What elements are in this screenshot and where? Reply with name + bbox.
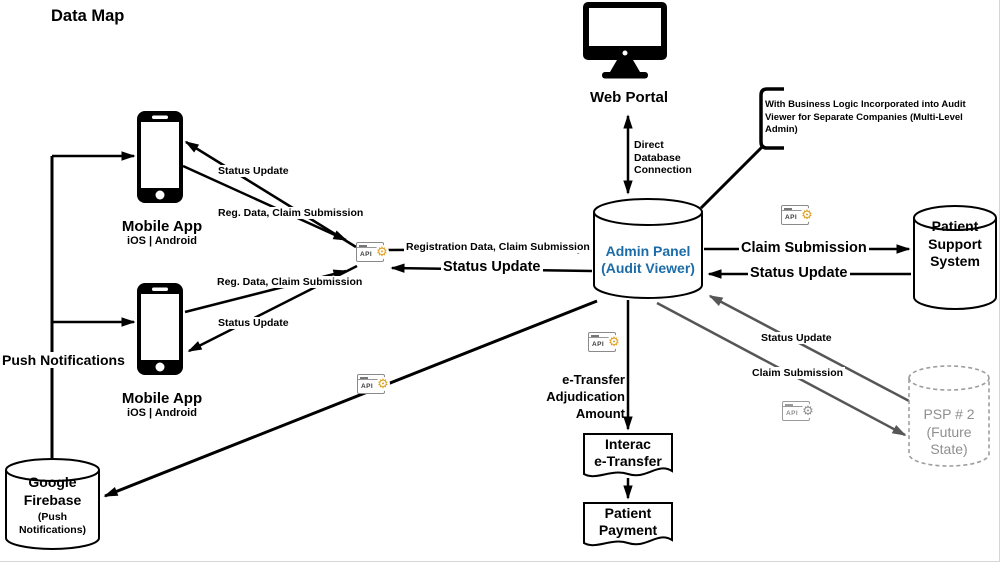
google-firebase-sublabel: (Push Notifications) — [18, 511, 87, 536]
multi-level-admin-note: With Business Logic Incorporated into Au… — [765, 99, 966, 135]
database-cylinder-dashed-icon — [908, 365, 990, 467]
api-icon[interactable]: API ⚙ — [588, 332, 621, 352]
api-icon-label: API — [360, 251, 373, 258]
api-icon-future[interactable]: API ⚙ — [782, 401, 815, 421]
google-firebase-node[interactable] — [5, 458, 100, 550]
api-icon[interactable]: API ⚙ — [781, 205, 814, 225]
mobile-app-top-label: Mobile App — [121, 218, 203, 235]
edge-label-reg-data-phone1: Reg. Data, Claim Submission — [216, 207, 366, 220]
patient-support-system-node[interactable] — [913, 205, 997, 310]
gear-icon: ⚙ — [800, 207, 814, 222]
document-icon — [583, 502, 673, 547]
edge-label-status-update-api: Status Update — [441, 259, 543, 276]
edge-label-status-update-phone2: Status Update — [216, 317, 291, 330]
edge-label-claim-submission-psp2: Claim Submission — [750, 367, 846, 380]
mobile-phone-icon — [137, 283, 183, 375]
api-icon[interactable]: API ⚙ — [356, 242, 389, 262]
edge-label-reg-data-phone2: Reg. Data, Claim Submission — [215, 276, 365, 289]
mobile-app-bottom-label: Mobile App — [121, 390, 203, 407]
admin-panel-node[interactable] — [593, 197, 703, 300]
edge-label-claim-submission-pss: Claim Submission — [739, 240, 869, 257]
mobile-app-top-sublabel: iOS | Android — [127, 235, 197, 247]
patient-payment-label: Patient Payment — [598, 505, 658, 538]
patient-payment-node[interactable] — [583, 502, 673, 552]
edge-label-status-update-psp2: Status Update — [759, 332, 834, 345]
mobile-app-top-node[interactable] — [137, 111, 183, 203]
database-cylinder-icon — [913, 205, 997, 310]
database-cylinder-icon — [593, 198, 703, 299]
edge-label-direct-db-connection: Direct Database Connection — [632, 139, 694, 177]
gear-icon: ⚙ — [801, 403, 815, 418]
document-icon — [583, 433, 673, 478]
interac-etransfer-node[interactable] — [583, 433, 673, 483]
edge-label-push-notifications: Push Notifications — [0, 352, 127, 369]
desktop-monitor-icon — [583, 2, 667, 79]
edge-label-status-update-pss: Status Update — [748, 265, 850, 282]
mobile-app-bottom-sublabel: iOS | Android — [127, 407, 197, 419]
google-firebase-label: Google Firebase — [23, 474, 82, 508]
mobile-app-bottom-node[interactable] — [137, 283, 183, 375]
web-portal-node[interactable] — [583, 2, 667, 79]
edge-label-etransfer-adjudication: e-Transfer Adjudication Amount — [546, 372, 625, 421]
web-portal-label: Web Portal — [589, 89, 669, 106]
patient-support-system-label: Patient Support System — [928, 218, 982, 269]
mobile-phone-icon — [137, 111, 183, 203]
edge-label-status-update-phone1: Status Update — [216, 165, 291, 178]
api-icon-label: API — [592, 341, 605, 348]
admin-panel-label: Admin Panel (Audit Viewer) — [601, 243, 695, 276]
diagram-title: Data Map — [51, 7, 125, 25]
api-icon-label: API — [785, 214, 798, 221]
gear-icon: ⚙ — [376, 376, 390, 391]
psp2-future-label: PSP # 2 (Future State) — [923, 406, 975, 457]
api-icon[interactable]: API ⚙ — [357, 374, 390, 394]
api-icon-label: API — [786, 410, 799, 417]
gear-icon: ⚙ — [607, 334, 621, 349]
api-icon-label: API — [361, 383, 374, 390]
gear-icon: ⚙ — [375, 244, 389, 259]
psp2-future-node[interactable] — [908, 365, 990, 467]
database-cylinder-icon — [5, 458, 100, 550]
edge-label-registration-data: Registration Data, Claim Submission — [404, 241, 592, 254]
interac-etransfer-label: Interac e-Transfer — [594, 436, 662, 469]
